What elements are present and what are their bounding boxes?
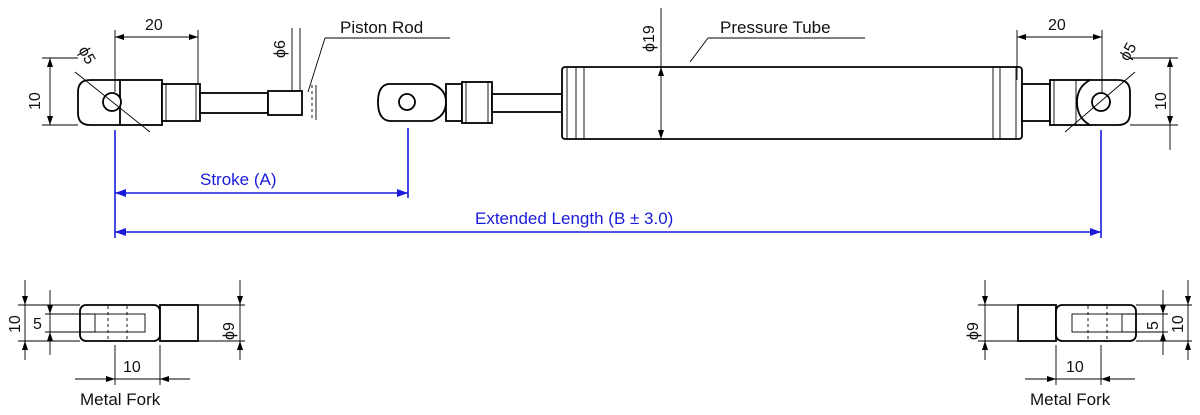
pressure-tube-label: Pressure Tube	[720, 18, 831, 37]
left-fork-width-label: 10	[123, 359, 141, 376]
left-eye-dimensions: 20 10 ϕ5 ϕ6	[27, 17, 301, 126]
right-hole-dia-label: ϕ5	[1117, 40, 1141, 64]
left-fork-dimensions: 10 5 ϕ9 10 Metal Fork	[7, 280, 245, 409]
right-rod-eye	[1021, 71, 1136, 133]
left-metal-fork	[79, 304, 199, 342]
left-hole-dia-label: ϕ5	[75, 44, 99, 68]
piston-rod-label: Piston Rod	[340, 18, 423, 37]
right-metal-fork-label: Metal Fork	[1030, 390, 1111, 409]
right-metal-fork	[1017, 304, 1137, 342]
right-fork-width-label: 10	[1066, 359, 1084, 376]
left-fork-dia-label: ϕ9	[221, 322, 238, 340]
left-metal-fork-label: Metal Fork	[80, 390, 161, 409]
right-eye-width-label: 20	[1048, 17, 1066, 34]
right-fork-height-label: 10	[1170, 315, 1187, 333]
extended-length-dimension: Extended Length (B ± 3.0)	[115, 130, 1102, 238]
stroke-dimension: Stroke (A)	[114, 128, 409, 238]
left-rod-eye	[74, 71, 317, 133]
right-fork-dia-label: ϕ9	[965, 322, 982, 340]
right-fork-slot-label: 5	[1145, 321, 1162, 330]
rod-eye-hole	[398, 93, 416, 111]
stroke-label: Stroke (A)	[200, 170, 277, 189]
tube-dia-label: ϕ19	[641, 25, 658, 52]
piston-rod-callout: Piston Rod	[307, 18, 450, 93]
right-eye-dimensions: 20 10 ϕ5	[1016, 17, 1178, 150]
rod-dia-label: ϕ6	[272, 40, 289, 58]
extended-length-label: Extended Length (B ± 3.0)	[475, 209, 673, 228]
left-eye-width-label: 20	[145, 17, 163, 34]
left-fork-height-label: 10	[7, 315, 24, 333]
pressure-tube	[561, 66, 1023, 140]
right-eye-height-label: 10	[1153, 92, 1170, 110]
left-eye-height-label: 10	[27, 92, 44, 110]
tube-dimensions: ϕ19 Pressure Tube	[641, 8, 865, 139]
right-fork-dimensions: ϕ9 5 10 10 Metal Fork	[965, 280, 1192, 409]
piston-rod-eye-end	[377, 81, 563, 124]
left-fork-slot-label: 5	[33, 316, 42, 333]
